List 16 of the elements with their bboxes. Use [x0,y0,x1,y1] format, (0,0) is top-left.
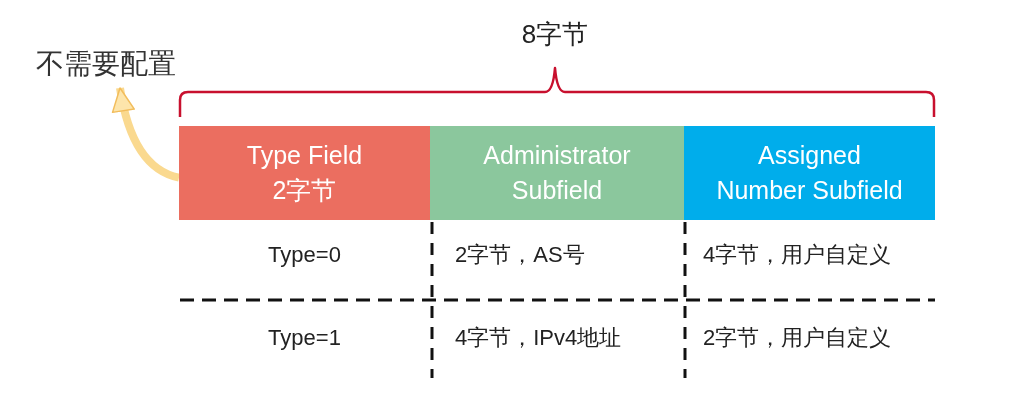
size-label: 8字节 [520,18,590,51]
field-box [179,126,430,220]
table-cell-text: Type=0 [267,241,342,269]
field-name: Assigned Number Subfield [715,140,904,206]
field-size: 2字节 [272,175,337,206]
field-name: Administrator Subfield [482,140,632,206]
table-cell-text: 2字节，AS号 [455,241,586,269]
field-box [684,126,935,220]
field-name: Type Field [246,140,363,171]
field-box [430,126,684,220]
note-text: 不需要配置 [36,46,186,82]
table-cell-text: 4字节，用户自定义 [703,241,893,269]
table-cell-text: 4字节，IPv4地址 [455,324,623,352]
table-cell-text: 2字节，用户自定义 [703,324,893,352]
table-cell-text: Type=1 [267,324,342,352]
curved-arrow [112,87,181,182]
